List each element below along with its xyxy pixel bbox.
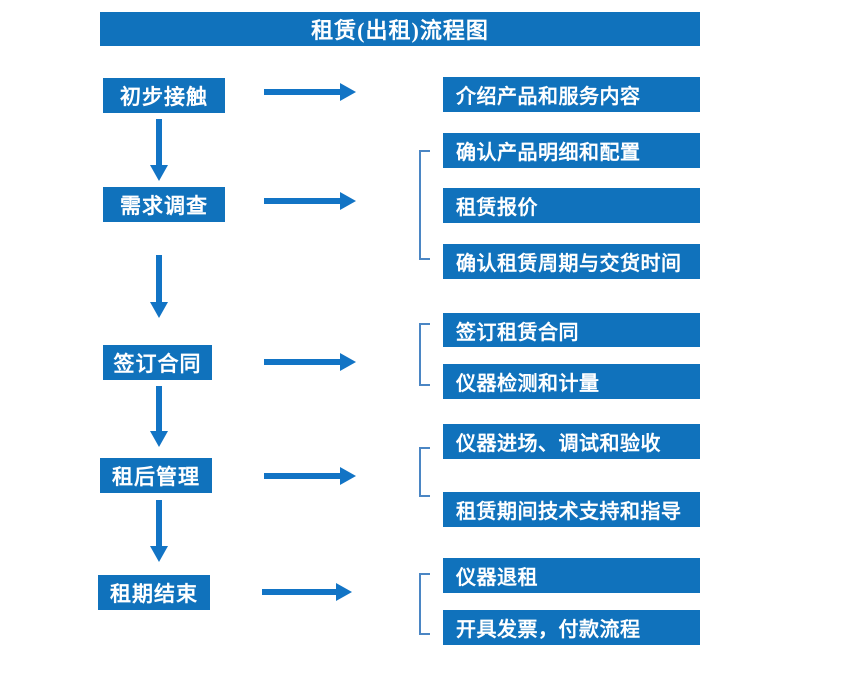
- stage-box-sign-contract: 签订合同: [103, 345, 212, 380]
- output-box-invoice-payment: 开具发票，付款流程: [443, 610, 700, 645]
- right-arrow-icon: [264, 359, 340, 365]
- output-box-technical-support: 租赁期间技术支持和指导: [443, 492, 700, 527]
- stage-box-rental-end: 租期结束: [98, 575, 210, 610]
- output-box-instrument-setup-acceptance: 仪器进场、调试和验收: [443, 424, 700, 459]
- right-arrow-icon: [262, 589, 336, 595]
- output-box-instrument-inspection: 仪器检测和计量: [443, 364, 700, 399]
- down-arrow-icon: [156, 386, 162, 431]
- right-arrow-icon: [264, 89, 340, 95]
- group-bracket: [419, 447, 430, 497]
- stage-box-initial-contact: 初步接触: [103, 78, 225, 113]
- down-arrow-icon: [156, 255, 162, 302]
- group-bracket: [419, 573, 430, 635]
- flowchart-title: 租赁(出租)流程图: [100, 12, 700, 46]
- output-box-rental-quotation: 租赁报价: [443, 188, 700, 223]
- stage-box-demand-survey: 需求调查: [103, 187, 225, 222]
- down-arrow-icon: [156, 119, 162, 165]
- right-arrow-icon: [264, 473, 340, 479]
- stage-box-post-rental-management: 租后管理: [100, 458, 212, 493]
- output-box-instrument-return: 仪器退租: [443, 558, 700, 593]
- right-arrow-icon: [264, 198, 340, 204]
- group-bracket: [419, 150, 430, 260]
- output-box-confirm-product-details: 确认产品明细和配置: [443, 133, 700, 168]
- output-box-introduce-products: 介绍产品和服务内容: [443, 77, 700, 112]
- group-bracket: [419, 323, 430, 386]
- output-box-sign-rental-contract: 签订租赁合同: [443, 313, 700, 347]
- output-box-confirm-rental-period: 确认租赁周期与交货时间: [443, 244, 700, 279]
- down-arrow-icon: [156, 500, 162, 546]
